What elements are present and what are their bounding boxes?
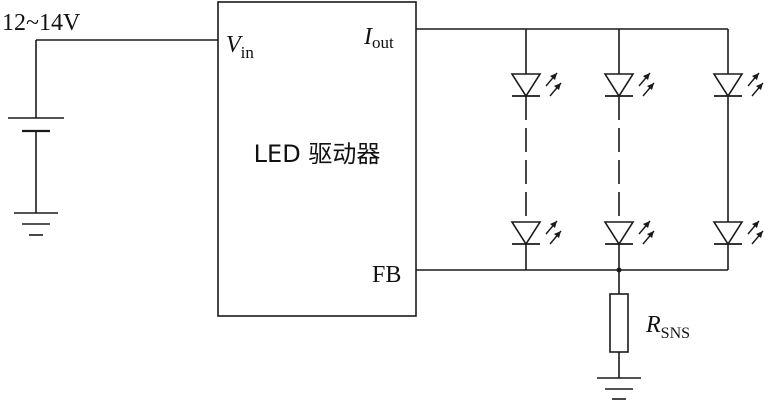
led-string-1 — [511, 29, 562, 270]
led-driver-box — [217, 1, 417, 317]
battery-symbol — [8, 117, 64, 133]
ground-symbol-left — [14, 212, 58, 236]
supply-voltage-label: 12~14V — [2, 10, 81, 36]
led-1-top — [511, 72, 562, 97]
pin-vin-label: Vin — [226, 32, 254, 62]
sense-resistor — [609, 293, 629, 353]
led-2-bottom — [604, 220, 655, 245]
sense-resistor-label: RSNS — [645, 312, 690, 342]
pin-fb-label: FB — [372, 262, 401, 288]
led-2-top — [604, 72, 655, 97]
pin-iout-label: Iout — [363, 24, 394, 52]
led-3-top — [713, 72, 764, 97]
led-3-bottom — [713, 220, 764, 245]
led-1-bottom — [511, 220, 562, 245]
ground-symbol-right — [597, 377, 641, 400]
led-string-3 — [713, 29, 764, 270]
driver-label: LED 驱动器 — [254, 140, 381, 168]
led-string-2 — [604, 29, 655, 270]
